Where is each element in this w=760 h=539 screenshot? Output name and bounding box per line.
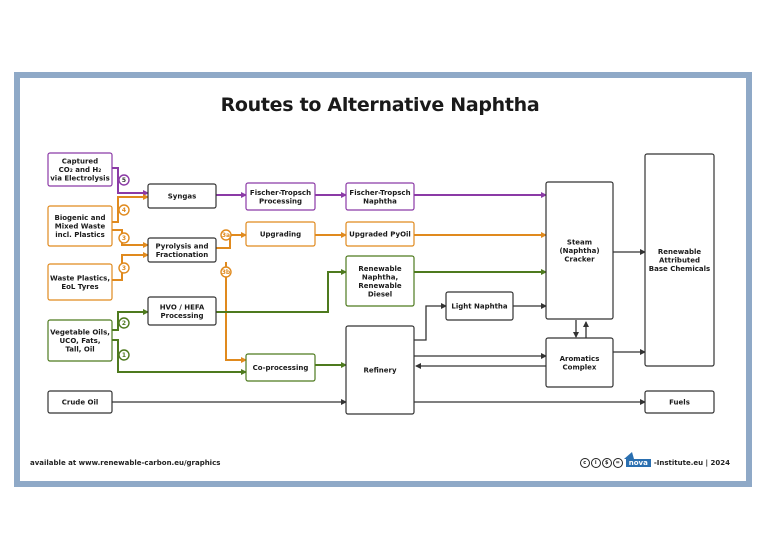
node-label-line: Diesel [368, 290, 392, 298]
node-label-line: Crude Oil [62, 399, 99, 407]
route-badge-b3_plastics: 3 [118, 262, 130, 274]
route-badge-label: 3b [222, 269, 231, 276]
node-syngas: Syngas [147, 183, 217, 209]
node-crude-oil: Crude Oil [47, 390, 113, 414]
node-label-line: Complex [563, 363, 597, 371]
route-badge-label: 3 [122, 235, 126, 242]
node-label-line: Renewable [358, 265, 401, 273]
node-label-line: (Naphtha) [559, 247, 599, 255]
node-label-line: CO₂ and H₂ [59, 166, 102, 174]
diagram-title: Routes to Alternative Naphtha [220, 94, 540, 116]
link-captured-syngas [112, 167, 149, 196]
node-label-line: Naphtha, [362, 273, 398, 281]
node-light-naphtha: Light Naphtha [445, 291, 514, 321]
route-badge-label: 4 [122, 207, 126, 214]
route-badge-label: 1 [122, 352, 126, 359]
node-label-line: Refinery [363, 367, 397, 375]
node-label-line: Waste Plastics, [50, 274, 110, 282]
node-label-line: Renewable [358, 282, 401, 290]
link-plastics-pyrolysis [112, 252, 149, 281]
route-badge-b3b: 3b [220, 266, 232, 278]
node-label-line: Captured [62, 158, 98, 166]
node-label-line: Naphtha [363, 197, 397, 205]
link-biogenic-syngas [112, 194, 149, 223]
route-badge-label: 5 [122, 177, 126, 184]
node-upgrading: Upgrading [245, 221, 316, 247]
node-label-line: Upgrading [260, 231, 301, 239]
node-label-line: incl. Plastics [55, 231, 105, 239]
node-label-line: Vegetable Oils, [50, 329, 110, 337]
node-label-line: Aromatics [560, 355, 600, 363]
node-label-line: Fuels [669, 399, 690, 407]
link-hvo-renewable [216, 269, 347, 313]
node-steam-cracker: Steam(Naphtha)Cracker [545, 181, 614, 320]
node-vegetable-oils: Vegetable Oils,UCO, Fats,Tall, Oil [47, 319, 113, 362]
link-pyrolysis-upgrading [216, 232, 247, 249]
node-co-processing: Co-processing [245, 353, 316, 382]
route-badge-b1: 1 [118, 349, 130, 361]
node-label-line: Fischer-Tropsch [250, 189, 311, 197]
node-label-line: Light Naphtha [451, 303, 508, 311]
node-label-line: Upgraded PyOil [349, 231, 411, 239]
node-label-line: Pyrolysis and [156, 242, 209, 250]
node-label-line: Syngas [168, 193, 197, 201]
route-badge-b5_top: 5 [118, 174, 130, 186]
node-waste-plastics: Waste Plastics,EoL Tyres [47, 263, 113, 301]
route-badge-label: 2 [122, 320, 126, 327]
node-label-line: Fischer-Tropsch [349, 189, 410, 197]
node-label-line: Cracker [564, 256, 595, 264]
node-label-line: Processing [160, 312, 203, 320]
link-biogenic-pyrolysis [112, 229, 149, 248]
node-label-line: via Electrolysis [50, 175, 110, 183]
node-label-line: EoL Tyres [61, 283, 98, 291]
node-label-line: Attributed [659, 257, 700, 265]
node-label-line: HVO / HEFA [160, 303, 205, 311]
footer-source: available at www.renewable-carbon.eu/gra… [30, 459, 221, 467]
node-label-line: Co-processing [253, 364, 309, 372]
link-pyrolysis-coprocessing [225, 262, 247, 363]
node-label-line: Processing [259, 197, 302, 205]
route-badge-b2: 2 [118, 317, 130, 329]
node-label-line: Fractionation [156, 251, 208, 259]
node-label-line: Steam [567, 239, 592, 247]
link-vegoils-coprocessing [112, 339, 247, 375]
footer-institute: -Institute.eu | 2024 [653, 459, 730, 467]
link-refinery-lightnaphtha [414, 303, 447, 341]
node-label-line: Renewable [658, 248, 701, 256]
node-upgraded-pyoil: Upgraded PyOil [345, 221, 415, 247]
node-label-line: Biogenic and [55, 214, 106, 222]
nova-logo: nova [623, 452, 651, 467]
node-refinery: Refinery [345, 325, 415, 415]
link-vegoils-hvo [112, 309, 149, 331]
route-badge-b3_orange: 3 [118, 232, 130, 244]
node-label-line: UCO, Fats, [60, 337, 101, 345]
route-badge-b4: 4 [118, 204, 130, 216]
node-label-line: Mixed Waste [55, 223, 106, 231]
node-label-line: Base Chemicals [649, 265, 710, 273]
route-badge-b3a: 3a [220, 229, 232, 241]
node-label-line: Tall, Oil [65, 346, 94, 354]
route-badge-label: 3a [222, 232, 230, 239]
node-fuels: Fuels [644, 390, 715, 414]
route-badge-label: 3 [122, 265, 126, 272]
